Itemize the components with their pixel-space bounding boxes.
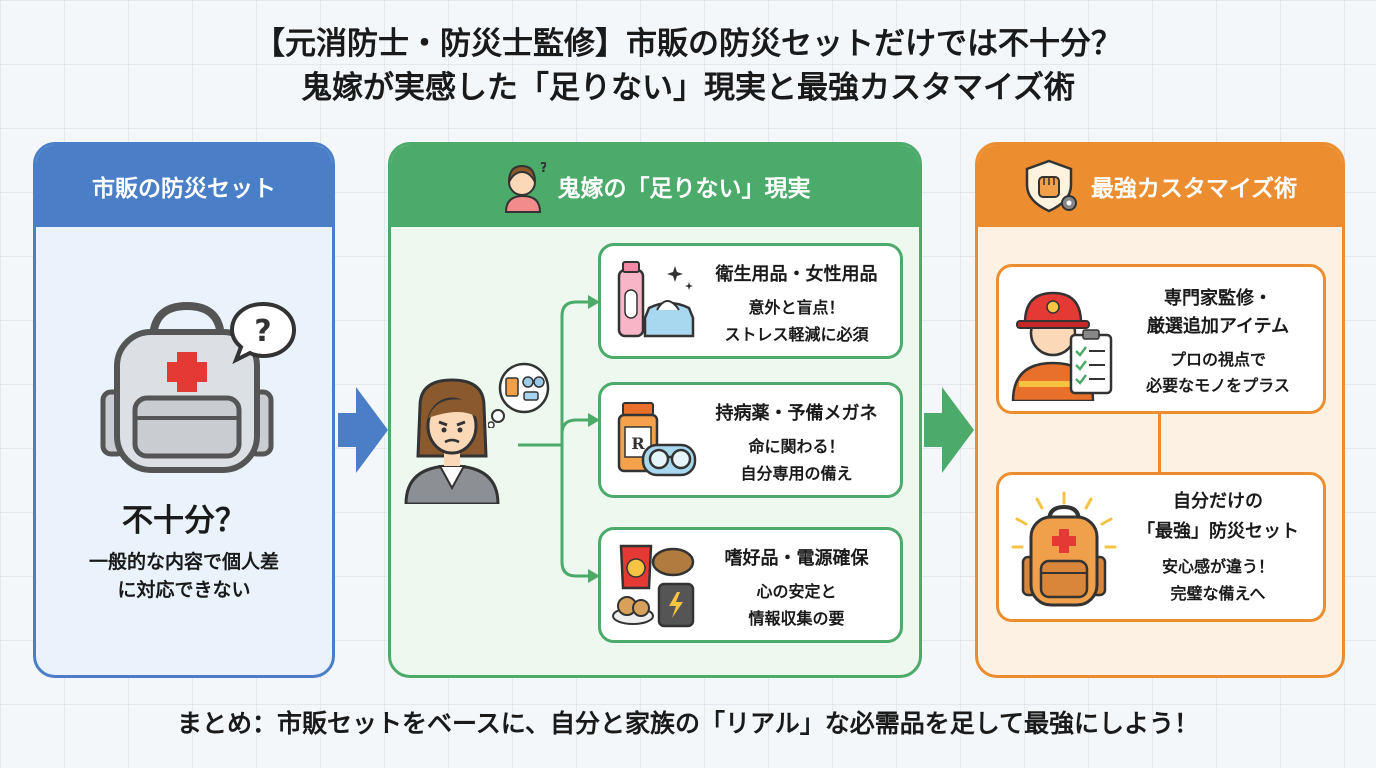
- hygiene-products-icon: [617, 261, 695, 338]
- reality-item-desc-line-2: 自分専用の備え: [740, 464, 853, 483]
- vertical-connector: [1158, 414, 1161, 472]
- reality-item-desc: 心の安定と 情報収集の要: [699, 578, 894, 632]
- commercial-set-header: 市販の防災セット: [36, 145, 332, 227]
- title-line-2: 鬼嫁が実感した「足りない」現実と最強カスタマイズ術: [300, 70, 1076, 106]
- reality-item-desc: 意外と盲点！ ストレス軽減に必須: [699, 294, 894, 348]
- right-arrow-icon: [924, 387, 974, 473]
- svg-text:R: R: [631, 434, 645, 453]
- firefighter-checklist-icon: [1011, 291, 1113, 401]
- reality-item-title: 衛生用品・女性用品: [715, 264, 878, 285]
- commercial-desc-line-1: 一般的な内容で個人差: [88, 551, 279, 573]
- shield-fist-icon: [1025, 159, 1077, 213]
- custom-strongest-set: 自分だけの 「最強」防災セット 安心感が違う！ 完璧な備えへ: [996, 472, 1326, 622]
- svg-text:?: ?: [540, 161, 546, 176]
- custom-box-desc-line-2: 必要なモノをプラス: [1146, 376, 1290, 395]
- custom-box-desc-line-1: 安心感が違う！: [1161, 557, 1274, 576]
- shining-backpack-icon: [1011, 491, 1117, 607]
- custom-box-title: 自分だけの 「最強」防災セット: [1119, 487, 1317, 547]
- reality-item-desc-line-2: 情報収集の要: [748, 609, 845, 628]
- summary-text: まとめ：市販セットをベースに、自分と家族の「リアル」な必需品を足して最強にしよう…: [176, 709, 1199, 738]
- custom-box-title: 専門家監修・ 厳選追加アイテム: [1119, 285, 1317, 341]
- custom-box-title-line-2: 厳選追加アイテム: [1146, 316, 1290, 337]
- verdict-text: 不十分？: [122, 503, 246, 539]
- reality-item-snacks: 嗜好品・電源確保 心の安定と 情報収集の要: [598, 527, 903, 643]
- custom-box-desc: プロの視点で 必要なモノをプラス: [1119, 347, 1317, 399]
- commercial-set-description: 一般的な内容で個人差 に対応できない: [33, 548, 335, 604]
- question-bubble-icon: ?: [229, 301, 297, 364]
- reality-item-desc-line-1: 命に関わる！: [748, 437, 845, 456]
- reality-item-desc-line-1: 意外と盲点！: [748, 298, 845, 317]
- commercial-set-header-label: 市販の防災セット: [92, 176, 276, 202]
- thought-bubble-icon: [488, 362, 550, 428]
- snacks-battery-icon: [612, 544, 695, 628]
- branch-connector: [518, 295, 600, 583]
- woman-icon: [404, 378, 500, 504]
- reality-item-desc: 命に関わる！ 自分専用の備え: [699, 433, 894, 487]
- custom-expert-items: 専門家監修・ 厳選追加アイテム プロの視点で 必要なモノをプラス: [996, 264, 1326, 414]
- reality-item-title: 持病薬・予備メガネ: [715, 403, 878, 424]
- custom-box-desc-line-1: プロの視点で: [1169, 350, 1266, 369]
- medicine-glasses-icon: R: [617, 402, 697, 477]
- custom-box-title-line-2: 「最強」防災セット: [1137, 521, 1299, 542]
- reality-item-medicine: R 持病薬・予備メガネ 命に関わる！ 自分専用の備え: [598, 382, 903, 498]
- reality-item-hygiene: 衛生用品・女性用品 意外と盲点！ ストレス軽減に必須: [598, 243, 903, 359]
- customization-header-label: 最強カスタマイズ術: [1090, 176, 1298, 202]
- reality-item-desc-line-1: 心の安定と: [756, 582, 837, 601]
- reality-header: ? 鬼嫁の「足りない」現実: [391, 145, 919, 227]
- page-title: 【元消防士・防災士監修】市販の防災セットだけでは不十分？ 鬼嫁が実感した「足りな…: [0, 22, 1376, 110]
- reality-header-label: 鬼嫁の「足りない」現実: [557, 176, 811, 202]
- title-line-1: 【元消防士・防災士監修】市販の防災セットだけでは不十分？: [254, 26, 1122, 62]
- reality-item-title: 嗜好品・電源確保: [724, 548, 869, 569]
- customization-header: 最強カスタマイズ術: [978, 145, 1342, 227]
- custom-box-desc: 安心感が違う！ 完璧な備えへ: [1119, 553, 1317, 607]
- commercial-set-panel: 市販の防災セット: [33, 142, 335, 678]
- custom-box-title-line-1: 自分だけの: [1173, 491, 1263, 512]
- svg-text:?: ?: [254, 314, 271, 349]
- backpack-icon: [100, 301, 274, 473]
- commercial-desc-line-2: に対応できない: [117, 579, 251, 601]
- worried-woman-icon: ?: [504, 161, 546, 213]
- custom-box-desc-line-2: 完璧な備えへ: [1170, 584, 1266, 603]
- custom-box-title-line-1: 専門家監修・: [1164, 288, 1272, 309]
- reality-item-desc-line-2: ストレス軽減に必須: [724, 325, 869, 344]
- right-arrow-icon: [338, 387, 388, 473]
